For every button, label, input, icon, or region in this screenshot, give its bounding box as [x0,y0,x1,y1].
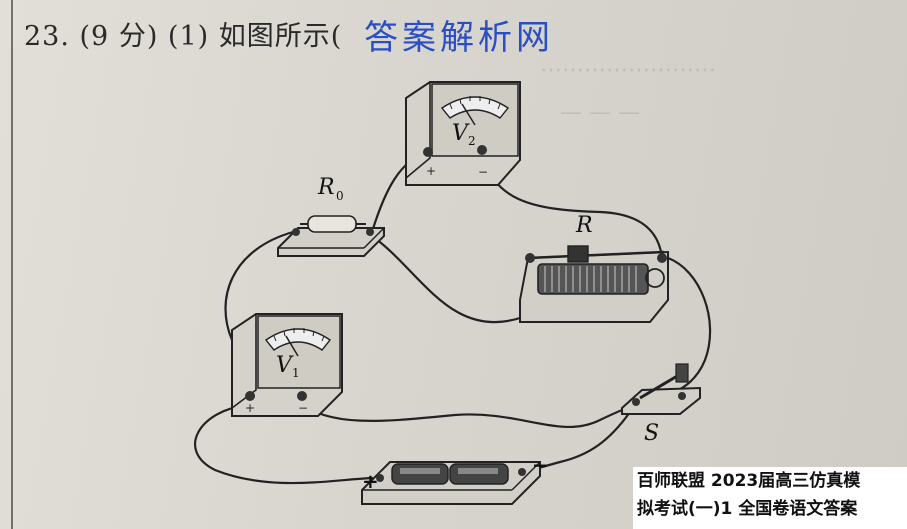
footer-caption: 百师联盟 2023届高三仿真模 拟考试(一)1 全国卷语文答案 [633,467,907,529]
voltmeter-v2: + − V 2 [405,81,521,186]
bleed-through-text: …………………… [540,52,716,77]
footer-line-2: 拟考试(一)1 全国卷语文答案 [637,499,858,519]
switch-label: S [644,421,659,446]
v2-label: V [452,121,470,146]
r0-label: R [317,175,335,200]
wire-v1-battery [194,403,374,485]
v1-label: V [276,353,294,378]
switch-s: S [621,363,701,446]
battery-minus-label: − [532,453,549,477]
v1-minus-label: − [298,401,308,415]
resistor-r0: R 0 [277,175,385,257]
question-heading: 23. (9 分) (1) 如图所示( [24,21,343,52]
wire-rheostat-switch [666,256,712,397]
v2-plus-label: + [426,164,436,178]
voltmeter-v1: + − V 1 [231,313,343,417]
wire-v1-switch [298,400,650,429]
v1-subscript: 1 [292,366,300,380]
battery-pack: + − [361,453,549,505]
bleed-through-text: — — — [560,100,640,125]
rheostat-label: R [575,213,593,238]
page-margin-rule [11,0,13,529]
footer-line-1: 百师联盟 2023届高三仿真模 [637,471,861,491]
v2-minus-label: − [478,165,488,179]
watermark-text: 答案解析网 [364,18,554,58]
v2-subscript: 2 [468,134,476,148]
v1-plus-label: + [245,401,255,415]
rheostat-r: R [519,213,669,323]
battery-plus-label: + [362,469,379,493]
r0-subscript: 0 [336,189,344,203]
